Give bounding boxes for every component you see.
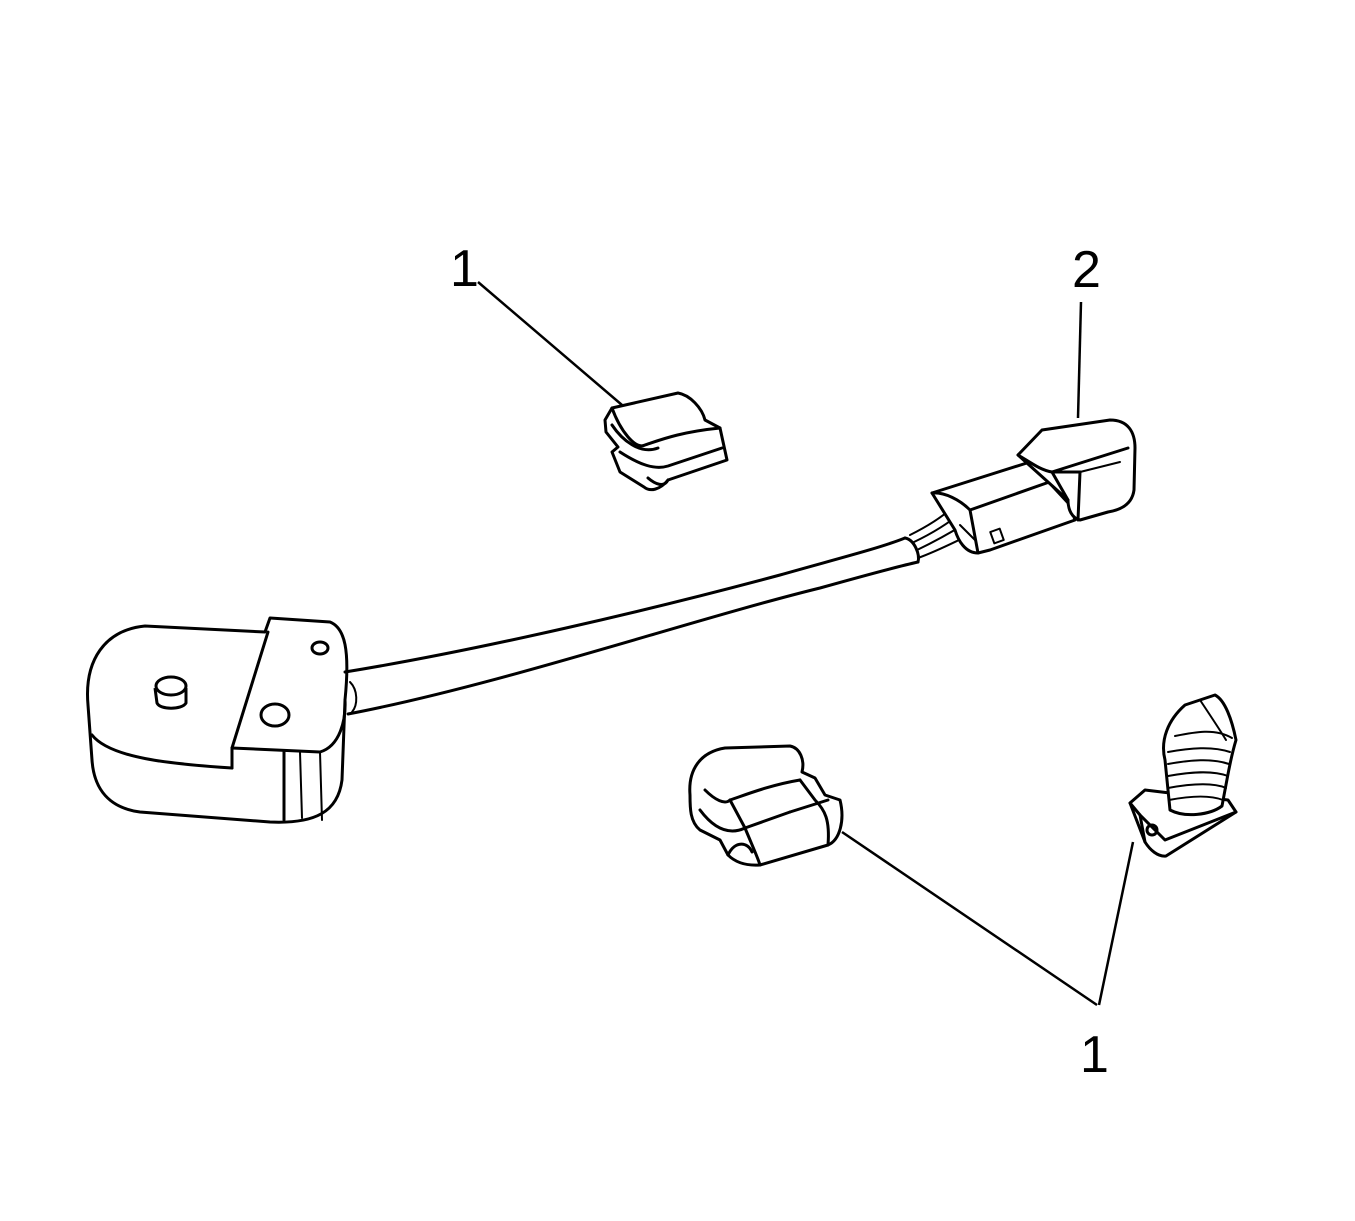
leader-lines [477, 281, 1135, 1007]
leader-clip-bottom-left [841, 830, 1098, 1007]
connector [930, 418, 1137, 555]
sensor-body [86, 616, 349, 824]
callout-connector: 2 [1072, 241, 1101, 299]
sensor-cable [343, 504, 973, 716]
clip-top [603, 391, 729, 492]
clip-bottom-left [688, 744, 844, 867]
leader-clip-top [477, 281, 623, 406]
leader-connector [1076, 301, 1083, 419]
callout-clips-bottom: 1 [1080, 1026, 1109, 1084]
leader-push-pin [1097, 841, 1135, 1006]
push-pin [1128, 693, 1238, 858]
callout-clip-top: 1 [450, 240, 479, 298]
